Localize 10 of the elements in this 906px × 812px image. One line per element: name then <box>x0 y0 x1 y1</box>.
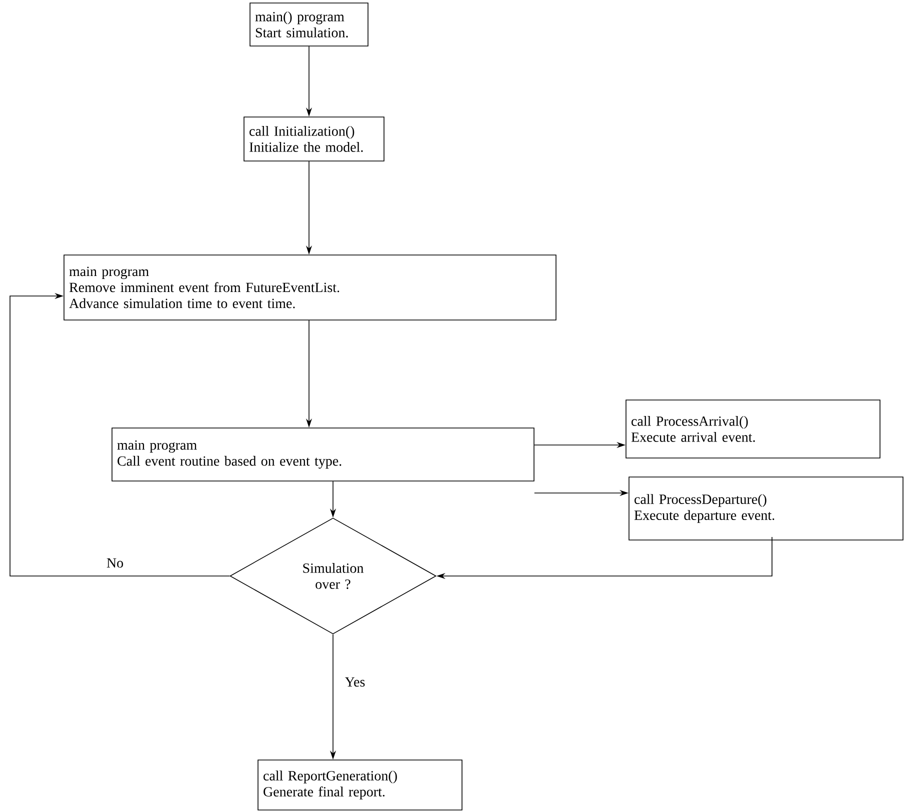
edge-label: No <box>105 557 125 569</box>
arrow <box>10 292 230 576</box>
process-box: main program Remove imminent event from FutureEventList. Advance simulation time to event time. <box>64 254 556 320</box>
process-box: call ProcessArrival() Execute arrival event. <box>626 400 880 458</box>
process-box: call Initialization() Initialize the model. <box>244 116 384 162</box>
process-box: main() program Start simulation. <box>250 2 368 46</box>
edge-label: Yes <box>344 676 366 688</box>
process-box: main program Call event routine based on event type. <box>112 428 534 482</box>
process-box: call ReportGeneration() Generate final report. <box>258 760 462 810</box>
process-box: call ProcessDeparture() Execute departure event. <box>628 476 904 540</box>
